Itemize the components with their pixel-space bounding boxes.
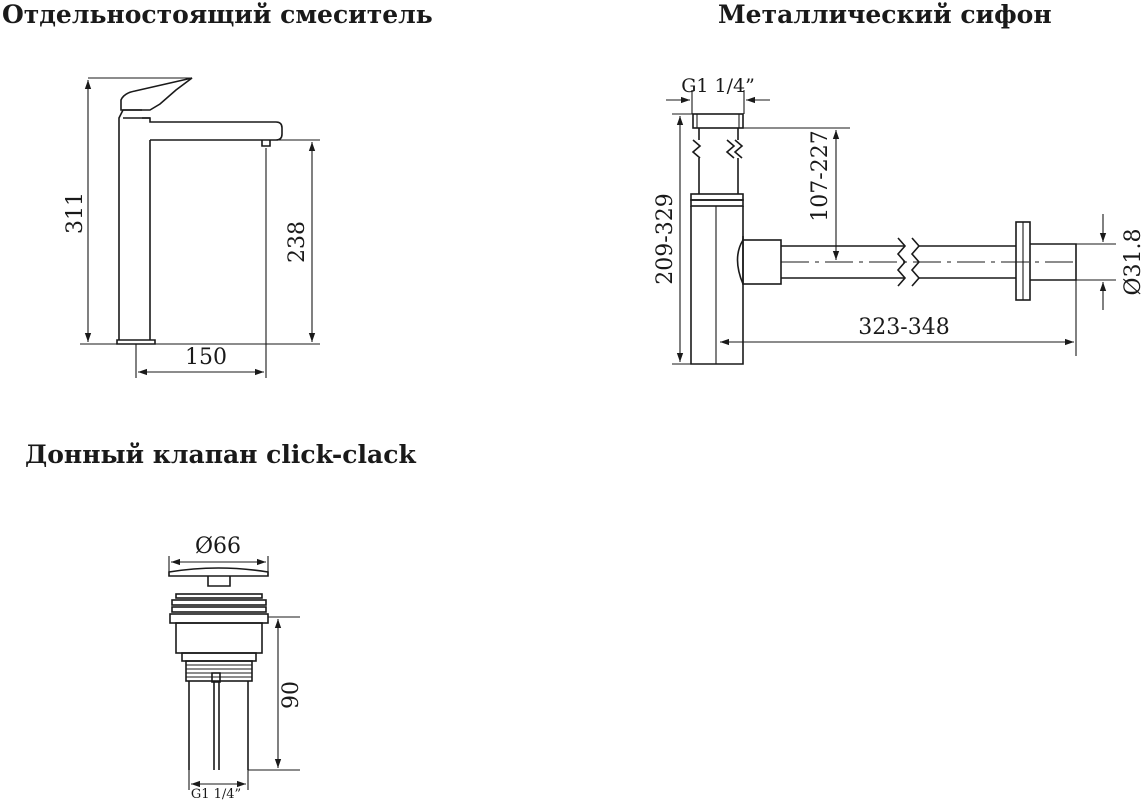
- valve-thread-label: G1 1/4”: [191, 787, 241, 800]
- mixer-drawing: 311 238 150: [63, 77, 320, 378]
- siphon-thread-label: G1 1/4”: [681, 75, 755, 97]
- siphon-pipe-diameter-label: Ø31.8: [1121, 228, 1145, 295]
- mixer-height-total-label: 311: [63, 192, 88, 234]
- siphon-inlet-range-label: 107-227: [808, 130, 833, 221]
- valve-cap-diameter-label: Ø66: [195, 534, 241, 559]
- mixer-title: Отдельностоящий смеситель: [2, 0, 433, 29]
- valve-height-label: 90: [279, 681, 304, 709]
- valve-title: Донный клапан click-clack: [25, 440, 416, 469]
- siphon-length-range-label: 323-348: [858, 315, 949, 340]
- mixer-height-spout-label: 238: [285, 221, 310, 263]
- siphon-drawing: G1 1/4” 209-329 107-227 323-348 Ø31.8: [653, 75, 1145, 365]
- siphon-height-range-label: 209-329: [653, 193, 678, 284]
- siphon-title: Металлический сифон: [718, 0, 1052, 29]
- valve-drawing: Ø66 90 G1 1/4”: [168, 534, 304, 800]
- mixer-reach-label: 150: [185, 345, 227, 370]
